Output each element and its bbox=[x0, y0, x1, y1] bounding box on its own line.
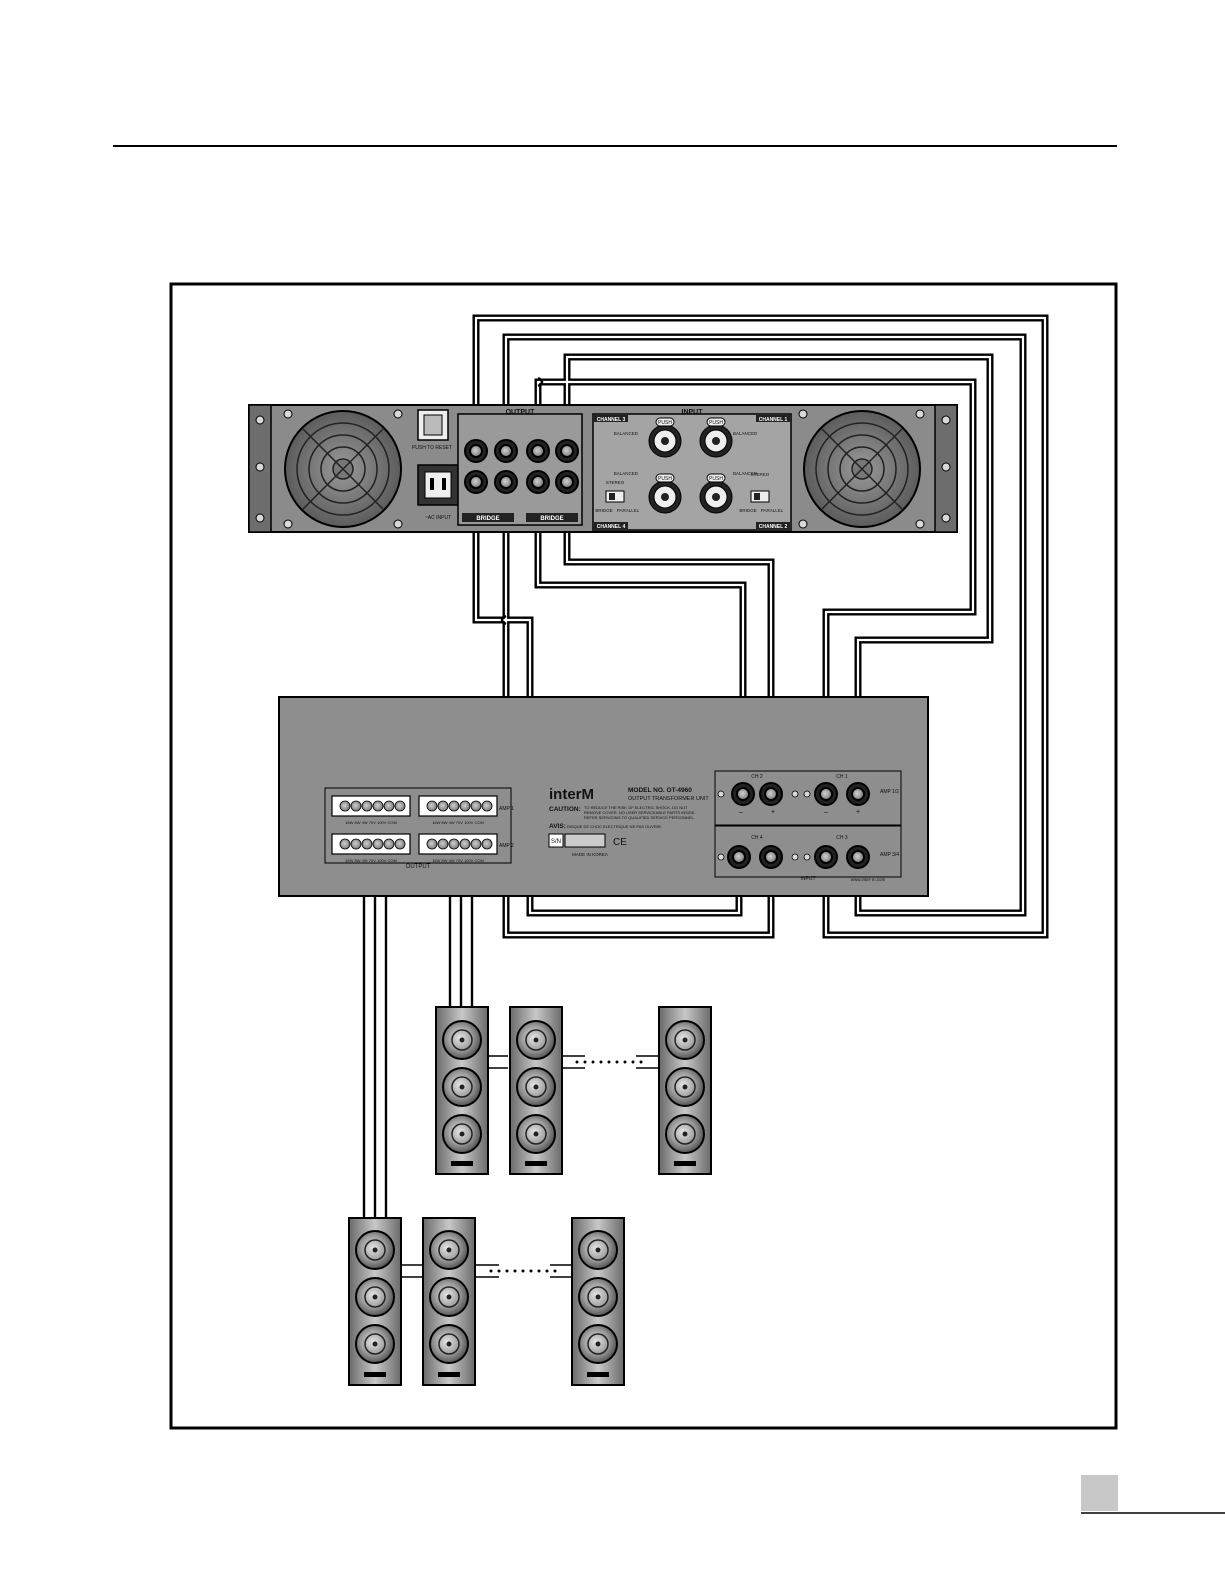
ac-inlet-icon: ~AC INPUT bbox=[417, 464, 459, 521]
column-speaker-icon bbox=[348, 1217, 402, 1386]
left-fan-icon bbox=[284, 410, 402, 528]
bridge-label-right: BRIDGE bbox=[739, 508, 756, 513]
unit-subtitle: OUTPUT TRANSFORMER UNIT bbox=[628, 796, 709, 802]
ch4-label: CH 4 bbox=[751, 835, 763, 841]
speaker-links bbox=[401, 1055, 658, 1278]
xlr-inputs: PUSH PUSH PUSH PUSH bbox=[648, 417, 733, 514]
ce-mark: CE bbox=[613, 837, 627, 848]
plus-label-1: + bbox=[771, 809, 775, 816]
power-switch-icon: PUSH TO RESET bbox=[412, 409, 452, 451]
push-label-4: PUSH bbox=[709, 476, 723, 482]
push-label-1: PUSH bbox=[658, 420, 672, 426]
input-label: INPUT bbox=[801, 876, 816, 882]
bridge-left-label: BRIDGE bbox=[476, 516, 499, 522]
column-speaker-icon bbox=[571, 1217, 625, 1386]
input-jack-panel: CH 2 CH 1 CH 4 CH 3 AMP 1/2 AMP 3/4 INPU… bbox=[714, 770, 902, 882]
column-speaker-icon bbox=[509, 1006, 563, 1175]
model-number: MODEL NO. OT-4960 bbox=[628, 787, 692, 794]
avis-text: RISQUE DE CHOC ELECTRIQUE NE PAS OUVRIR. bbox=[567, 824, 662, 829]
channel-2-label: CHANNEL 2 bbox=[759, 524, 788, 530]
terminal-block-icon bbox=[418, 795, 498, 817]
ch2-label: CH 2 bbox=[751, 774, 763, 780]
avis-title: AVIS: bbox=[549, 823, 566, 830]
mode-switch-right-icon bbox=[750, 490, 770, 503]
serial-number-label: S/N bbox=[551, 839, 561, 845]
speaker-row-2 bbox=[348, 1217, 625, 1386]
balanced-label-4: BALANCED bbox=[733, 471, 758, 476]
parallel-label-right: PARALLEL bbox=[761, 508, 784, 513]
terminal-labels-1: 16W 8W 4W 70V 100V COM bbox=[345, 820, 397, 825]
speaker-link-dots bbox=[489, 1060, 643, 1273]
channel-4-label: CHANNEL 4 bbox=[597, 524, 626, 530]
terminal-block-icon bbox=[418, 833, 498, 855]
amp2-label: AMP 2 bbox=[499, 843, 514, 849]
ch3-label: CH 3 bbox=[836, 835, 848, 841]
plus-label-2: + bbox=[856, 809, 860, 816]
amplifier-rear-panel: PUSH TO RESET ~AC INPUT OUTPUT BRIDGE BR… bbox=[248, 404, 958, 533]
speaker-row-1 bbox=[435, 1006, 712, 1175]
terminal-labels-3: 16W 8W 4W 70V 100V COM bbox=[345, 858, 397, 863]
output-panel: OUTPUT BRIDGE BRIDGE bbox=[457, 409, 583, 526]
balanced-label-1: BALANCED bbox=[614, 431, 639, 436]
right-fan-icon bbox=[803, 410, 921, 528]
output-transformer-unit: OUTPUT bbox=[278, 696, 929, 897]
made-in-label: MADE IN KOREA bbox=[572, 852, 608, 857]
minus-label-1: – bbox=[739, 809, 743, 816]
amp-input-label: INPUT bbox=[682, 409, 704, 416]
stereo-label-right: STEREO bbox=[751, 472, 770, 477]
speaker-cables bbox=[362, 860, 474, 1220]
bridge-label-left: BRIDGE bbox=[595, 508, 612, 513]
channel-1-label: CHANNEL 1 bbox=[759, 417, 788, 423]
center-label: interM MODEL NO. OT-4960 OUTPUT TRANSFOR… bbox=[548, 786, 709, 857]
xlr-combo-icon: PUSH bbox=[699, 417, 733, 458]
caution-text: TO REDUCE THE RISK OF ELECTRIC SHOCK, DO… bbox=[584, 805, 696, 820]
amp-output-label: OUTPUT bbox=[506, 409, 536, 416]
push-label-3: PUSH bbox=[658, 476, 672, 482]
power-switch-label: PUSH TO RESET bbox=[412, 445, 452, 451]
xlr-combo-icon: PUSH bbox=[648, 417, 682, 458]
website-label: www.inter-m.com bbox=[851, 877, 886, 882]
column-speaker-icon bbox=[422, 1217, 476, 1386]
minus-label-2: – bbox=[824, 809, 828, 816]
page-number-box bbox=[1081, 1475, 1118, 1511]
terminal-labels-4: 16W 8W 4W 70V 100V COM bbox=[432, 858, 484, 863]
terminal-labels-2: 16W 8W 4W 70V 100V COM bbox=[432, 820, 484, 825]
amp-12-label: AMP 1/2 bbox=[880, 789, 899, 795]
column-speaker-icon bbox=[435, 1006, 489, 1175]
push-label-2: PUSH bbox=[709, 420, 723, 426]
cable-crossovers bbox=[500, 376, 544, 626]
amp1-label: AMP 1 bbox=[499, 806, 514, 812]
caution-title: CAUTION: bbox=[549, 806, 581, 813]
output-terminal-label: OUTPUT bbox=[406, 864, 431, 870]
mode-switch-left-icon bbox=[605, 490, 625, 503]
column-speaker-icon bbox=[658, 1006, 712, 1175]
xlr-combo-icon: PUSH bbox=[699, 473, 733, 514]
brand-logo: interM bbox=[549, 786, 594, 803]
binding-posts bbox=[464, 439, 579, 494]
ac-input-label: ~AC INPUT bbox=[425, 515, 451, 521]
terminal-block-icon bbox=[331, 795, 411, 817]
terminal-block-icon bbox=[331, 833, 411, 855]
bridge-right-label: BRIDGE bbox=[540, 516, 563, 522]
stereo-label-left: STEREO bbox=[606, 480, 625, 485]
parallel-label-left: PARALLEL bbox=[617, 508, 640, 513]
balanced-label-2: BALANCED bbox=[733, 431, 758, 436]
xlr-combo-icon: PUSH bbox=[648, 473, 682, 514]
channel-3-label: CHANNEL 3 bbox=[597, 417, 626, 423]
ch1-label: CH 1 bbox=[836, 774, 848, 780]
output-terminal-panel: OUTPUT bbox=[324, 787, 514, 870]
diagram-frame bbox=[169, 282, 1118, 1430]
balanced-label-3: BALANCED bbox=[614, 471, 639, 476]
amp-34-label: AMP 3/4 bbox=[880, 852, 899, 858]
input-panel: INPUT CHANNEL 3 CHANNEL 1 CHANNEL 4 CHAN… bbox=[592, 409, 792, 531]
